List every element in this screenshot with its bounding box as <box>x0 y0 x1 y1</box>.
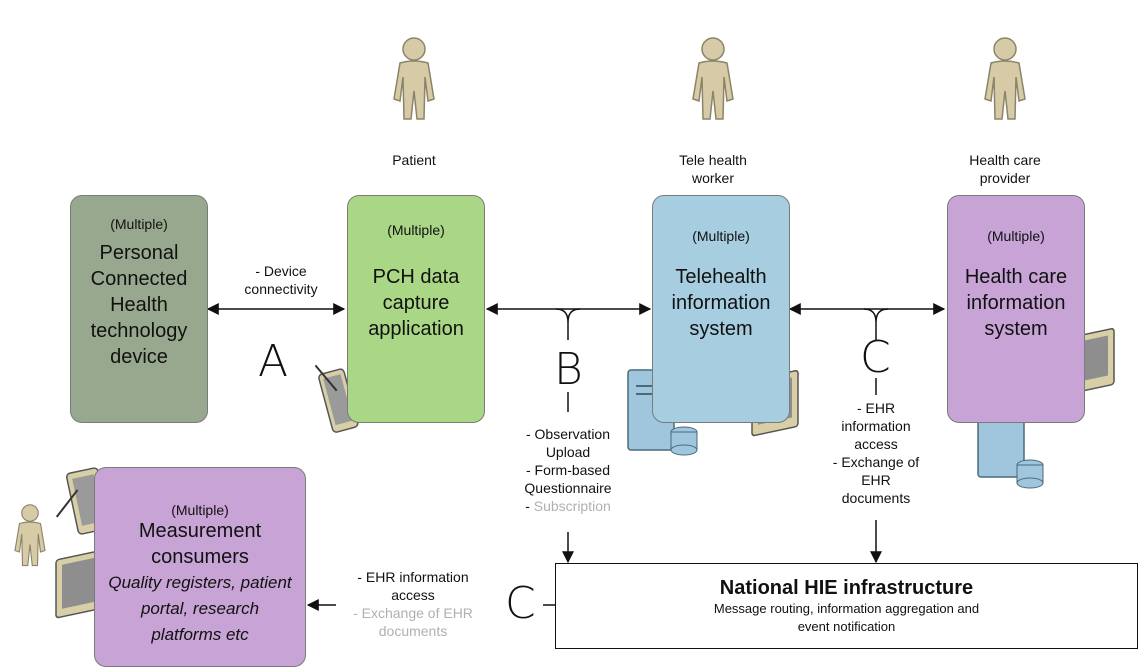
letter-a: A <box>258 336 289 387</box>
telehealth-box: (Multiple) Telehealth information system <box>652 195 790 423</box>
telehealth-worker-label: Tele health worker <box>679 152 747 186</box>
patient-label: Patient <box>392 152 436 168</box>
provider-label: Health care provider <box>969 152 1041 186</box>
consumer-transactions-label: - EHR information access - Exchange of E… <box>353 569 473 639</box>
c-transactions-label: - EHR information access - Exchange of E… <box>832 400 920 506</box>
patient-person-icon <box>393 37 435 120</box>
pch-device-box: (Multiple) Personal Connected Health tec… <box>70 195 208 423</box>
letter-b: B <box>554 344 583 395</box>
telehealth-worker-person-icon <box>692 37 734 120</box>
consumers-box: (Multiple) Measurement consumers Quality… <box>94 467 306 667</box>
hie-title: National HIE infrastructure <box>719 577 974 599</box>
letter-c-top: C <box>860 332 891 383</box>
hc-info-box: (Multiple) Health care information syste… <box>947 195 1085 423</box>
device-connectivity-label: - Device connectivity <box>244 263 318 297</box>
letter-c-bottom: C <box>505 578 536 629</box>
c-brace <box>863 308 889 340</box>
consumer-person-icon <box>14 504 46 567</box>
pch-app-box: (Multiple) PCH data capture application <box>347 195 485 423</box>
b-transactions-label: - Observation Upload - Form-based Questi… <box>524 426 612 514</box>
provider-person-icon <box>984 37 1026 120</box>
b-brace <box>555 308 581 340</box>
hie-box: National HIE infrastructure Message rout… <box>555 563 1138 649</box>
